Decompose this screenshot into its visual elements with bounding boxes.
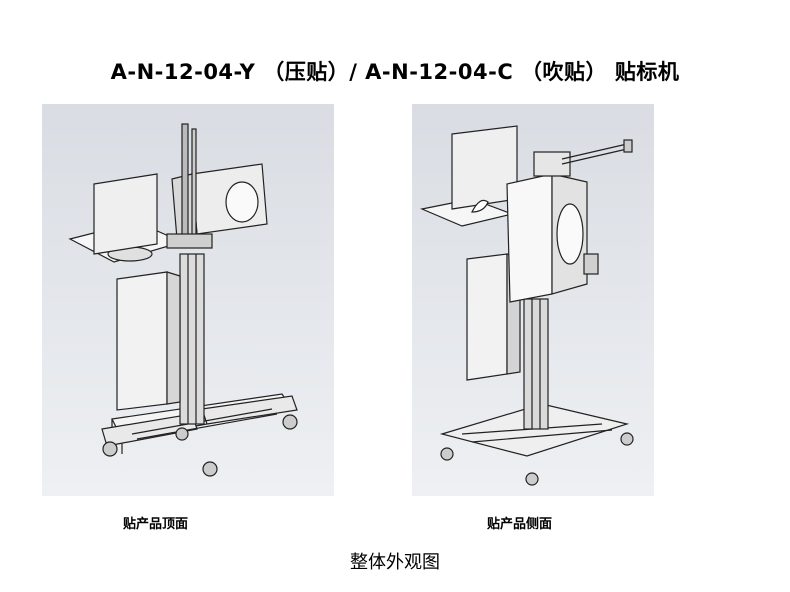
overall-view-caption: 整体外观图 — [350, 552, 440, 573]
top-label-machine-image — [42, 104, 334, 496]
page-title: A-N-12-04-Y （压贴）/ A-N-12-04-C （吹贴） 贴标机 — [110, 60, 680, 84]
side-label-machine-image — [412, 104, 654, 496]
top-label-caption: 贴产品顶面 — [123, 517, 189, 532]
top-label-machine-drawing — [68, 123, 298, 477]
side-label-caption: 贴产品侧面 — [487, 517, 553, 532]
side-label-machine-drawing — [419, 125, 634, 486]
